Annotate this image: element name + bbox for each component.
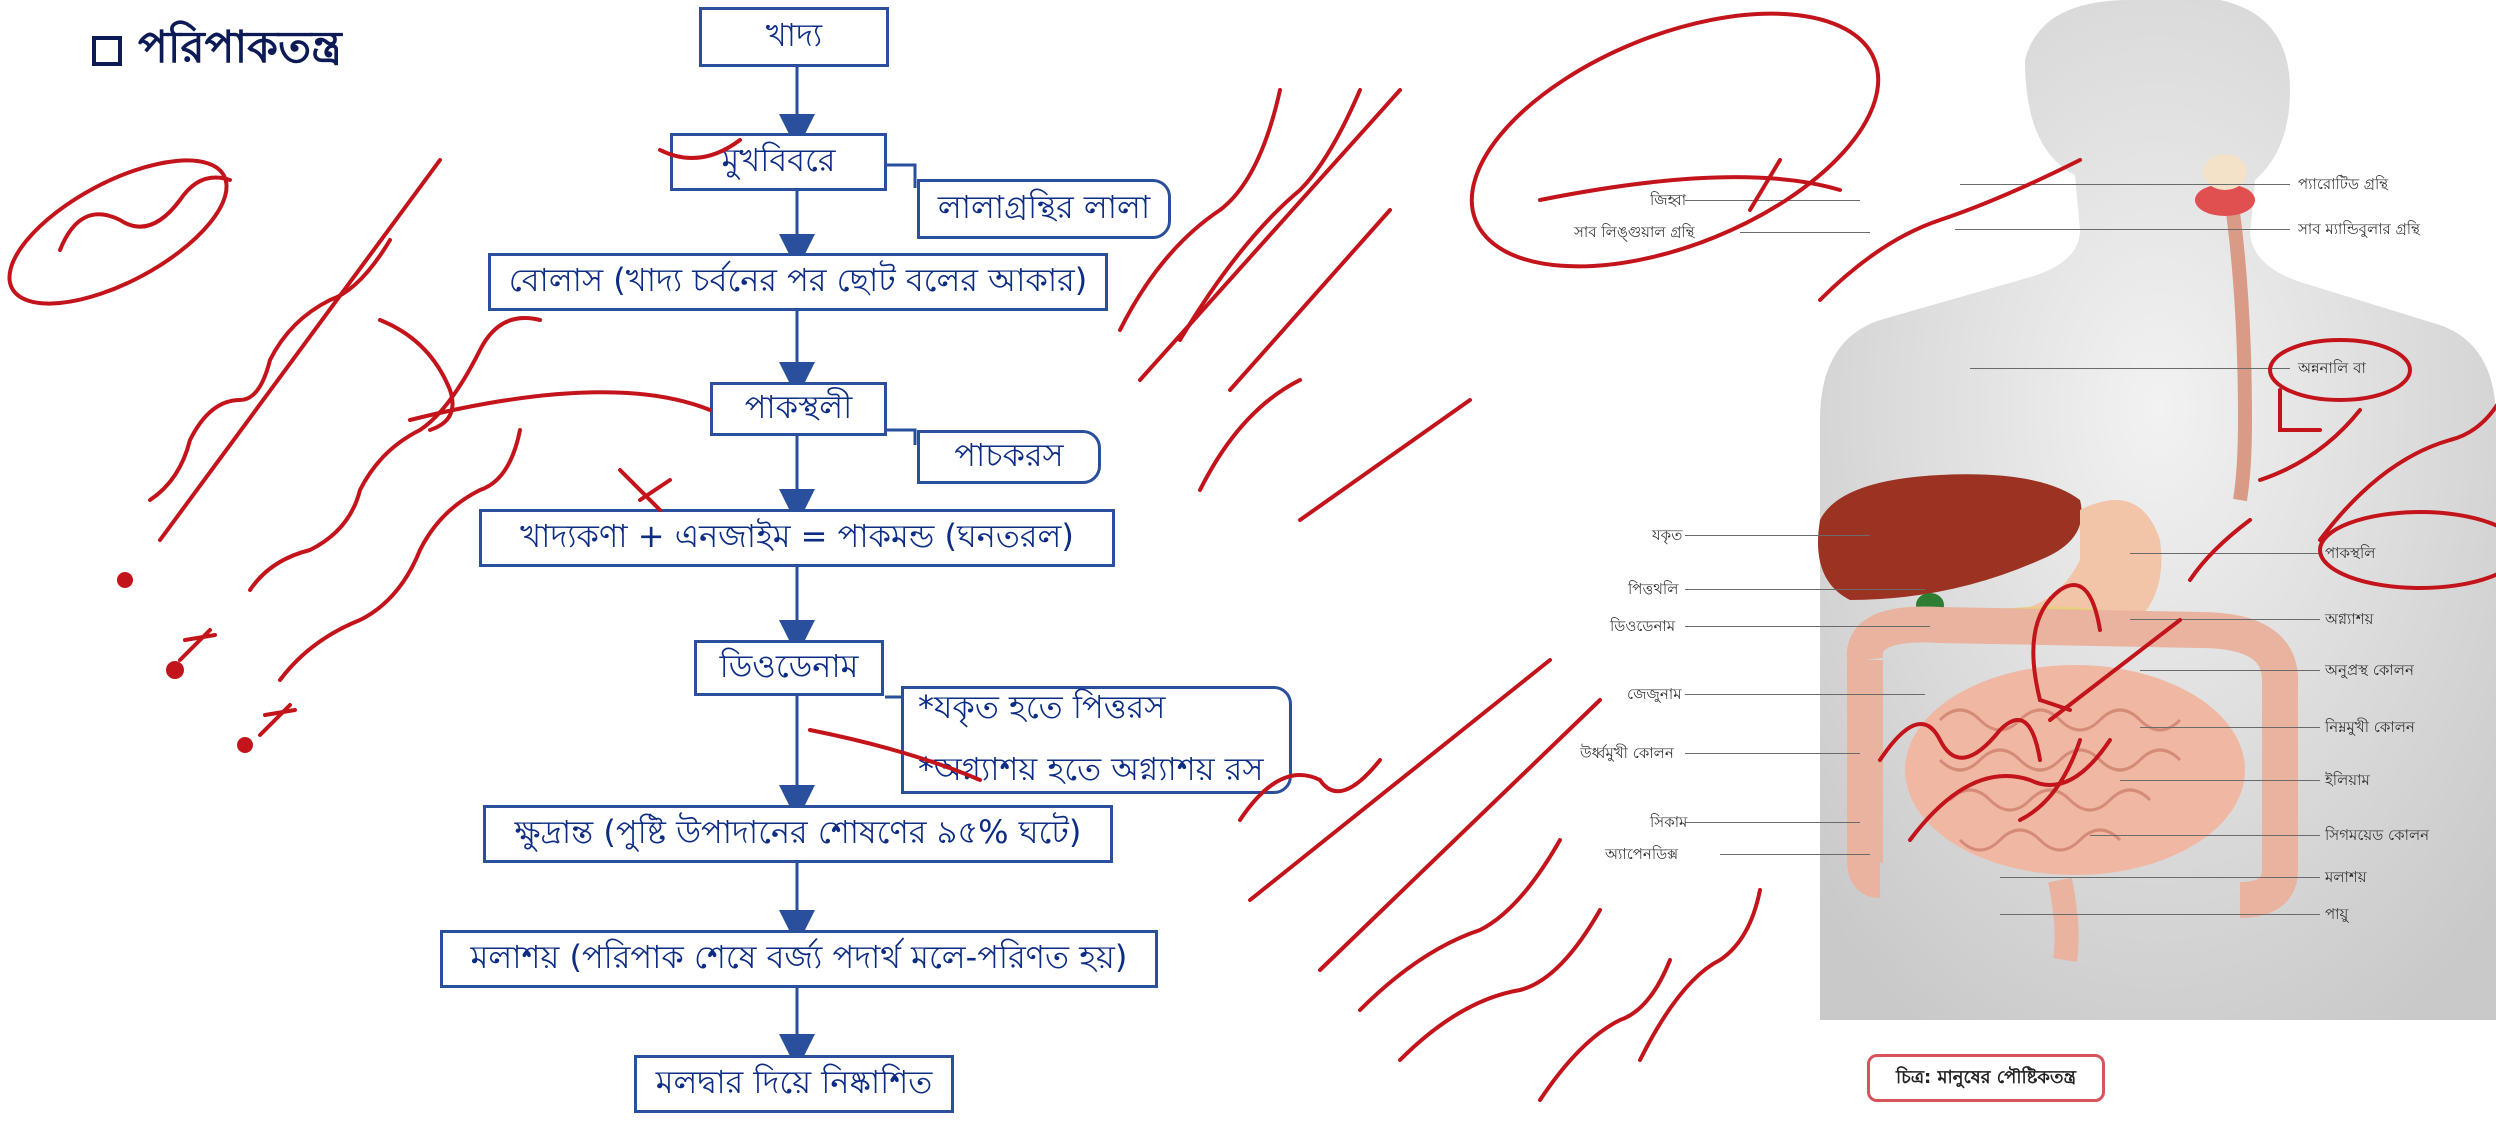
flow-gastric-juice-callout: পাচকরস [917, 430, 1101, 484]
label-rectum: মলাশয় [2325, 868, 2367, 886]
flow-food: খাদ্য [699, 7, 889, 67]
leader-line [2000, 914, 2320, 915]
annotation-circle [1469, 11, 1881, 269]
leader-line [1740, 232, 1870, 233]
checkbox-bullet-icon [92, 35, 122, 66]
leader-line [1685, 753, 1860, 754]
figure-caption: চিত্র: মানুষের পৌষ্টিকতন্ত্র [1867, 1054, 2105, 1102]
label-transverse-colon: অনুপ্রস্থ কোলন [2325, 661, 2414, 679]
label-gallbladder: পিত্তথলি [1628, 580, 1679, 598]
label-ascending-colon: উর্ধ্বমুখী কোলন [1580, 744, 1674, 762]
flow-mouth: মুখবিবরে [670, 133, 887, 191]
leader-line [1685, 822, 1860, 823]
leader-line [1685, 694, 1925, 695]
leader-line [1685, 535, 1870, 536]
label-sublingual: সাব লিঙ্গুয়াল গ্রন্থি [1574, 223, 1695, 241]
label-sigmoid-colon: সিগময়েড কোলন [2325, 826, 2430, 844]
flow-rectum: মলাশয় (পরিপাক শেষে বর্জ্য পদার্থ মলে-পর… [440, 930, 1158, 988]
leader-line [1970, 368, 2290, 369]
leader-line [2120, 780, 2320, 781]
annotation-circle [7, 158, 229, 306]
leader-line [1685, 200, 1860, 201]
leader-line [2130, 619, 2320, 620]
leader-line [2140, 670, 2320, 671]
label-anus: পায়ু [2325, 905, 2349, 923]
label-ileum: ইলিয়াম [2325, 771, 2370, 789]
flow-saliva-callout: লালাগ্রন্থির লালা [917, 179, 1171, 239]
label-tongue: জিহ্বা [1650, 191, 1687, 209]
leader-line [2130, 553, 2320, 554]
leader-line [1685, 589, 1925, 590]
label-pancreas: অগ্ন্যাশয় [2325, 610, 2374, 628]
pancreatic-note: *অগ্ন্যাশয় হতে অগ্ন্যাশয় রস [918, 750, 1264, 788]
leader-line [1955, 229, 2290, 230]
leader-line [2090, 835, 2320, 836]
leader-line [1685, 626, 1930, 627]
label-descending-colon: নিম্নমুখী কোলন [2325, 718, 2415, 736]
label-jejunum: জেজুনাম [1627, 685, 1682, 703]
bile-note: *যকৃত হতে পিত্তরস [918, 688, 1166, 726]
flow-bolus: বোলাস (খাদ্য চর্বনের পর ছোট বলের আকার) [488, 253, 1108, 311]
flow-anus-output: মলদ্বার দিয়ে নিষ্কাশিত [634, 1055, 954, 1113]
flow-chyme: খাদ্যকণা + এনজাইম = পাকমন্ড (ঘনতরল) [479, 509, 1115, 567]
flow-stomach: পাকস্থলী [710, 382, 887, 436]
leader-line [2000, 877, 2320, 878]
leader-line [2140, 727, 2320, 728]
flow-duodenum: ডিওডেনাম [694, 640, 884, 696]
section-heading: পরিপাকতন্ত্র [92, 14, 342, 87]
page-title: পরিপাকতন্ত্র [138, 22, 342, 73]
label-submandibular: সাব ম্যান্ডিবুলার গ্রন্থি [2298, 220, 2420, 238]
leader-line [1720, 854, 1870, 855]
leader-line [1960, 184, 2290, 185]
label-appendix: অ্যাপেনডিক্স [1605, 845, 1679, 863]
body-illustration [1818, 0, 2496, 1020]
label-liver: যকৃত [1652, 526, 1683, 544]
digestive-system-figure [1520, 0, 2496, 1117]
label-stomach: পাকস্থলি [2325, 544, 2376, 562]
flow-small-intestine: ক্ষুদ্রান্ত (পুষ্টি উপাদানের শোষণের ৯৫% … [483, 805, 1113, 863]
label-cecum: সিকাম [1650, 813, 1688, 831]
label-duodenum: ডিওডেনাম [1610, 617, 1676, 635]
label-esophagus: অন্ননালি বা [2298, 359, 2366, 377]
label-parotid: প্যারোটিড গ্রন্থি [2298, 175, 2389, 193]
